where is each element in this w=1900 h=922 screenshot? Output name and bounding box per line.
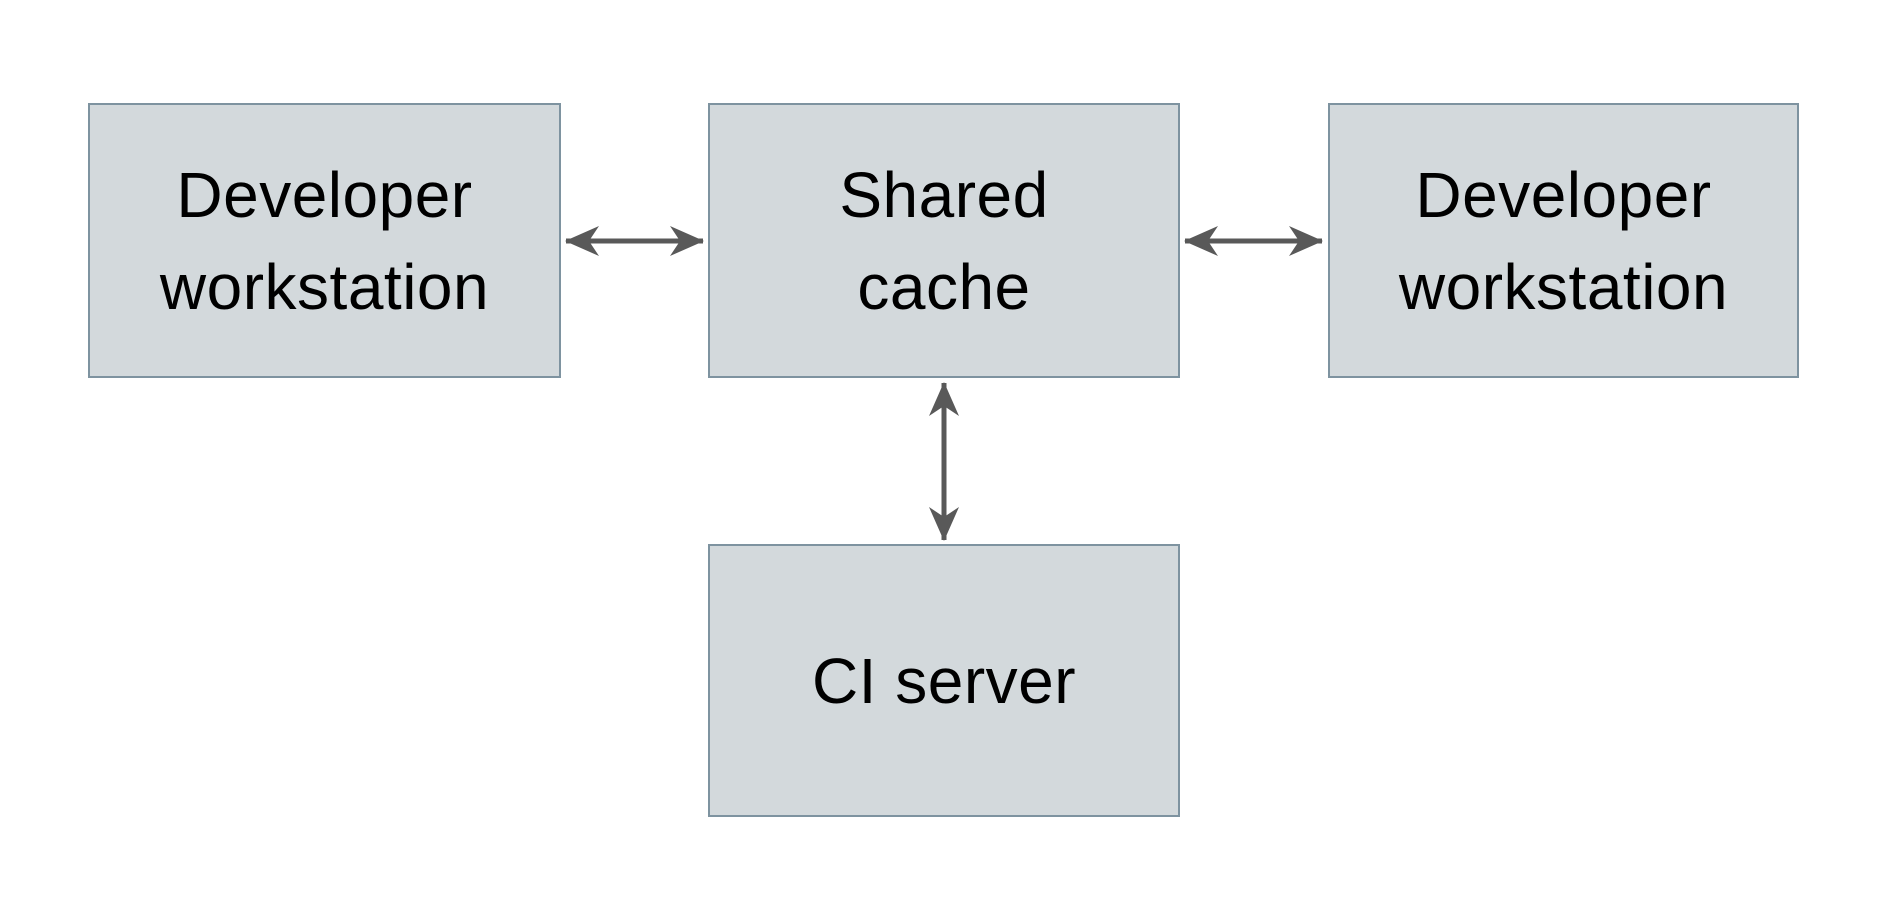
node-developer-workstation-right-label: Developer workstation xyxy=(1398,158,1729,323)
node-developer-workstation-right: Developer workstation xyxy=(1328,103,1799,378)
node-developer-workstation-left-label: Developer workstation xyxy=(159,158,490,323)
node-shared-cache-label: Shared cache xyxy=(839,158,1049,323)
node-ci-server: CI server xyxy=(708,544,1180,817)
node-developer-workstation-left: Developer workstation xyxy=(88,103,561,378)
node-ci-server-label: CI server xyxy=(811,644,1077,717)
node-shared-cache: Shared cache xyxy=(708,103,1180,378)
